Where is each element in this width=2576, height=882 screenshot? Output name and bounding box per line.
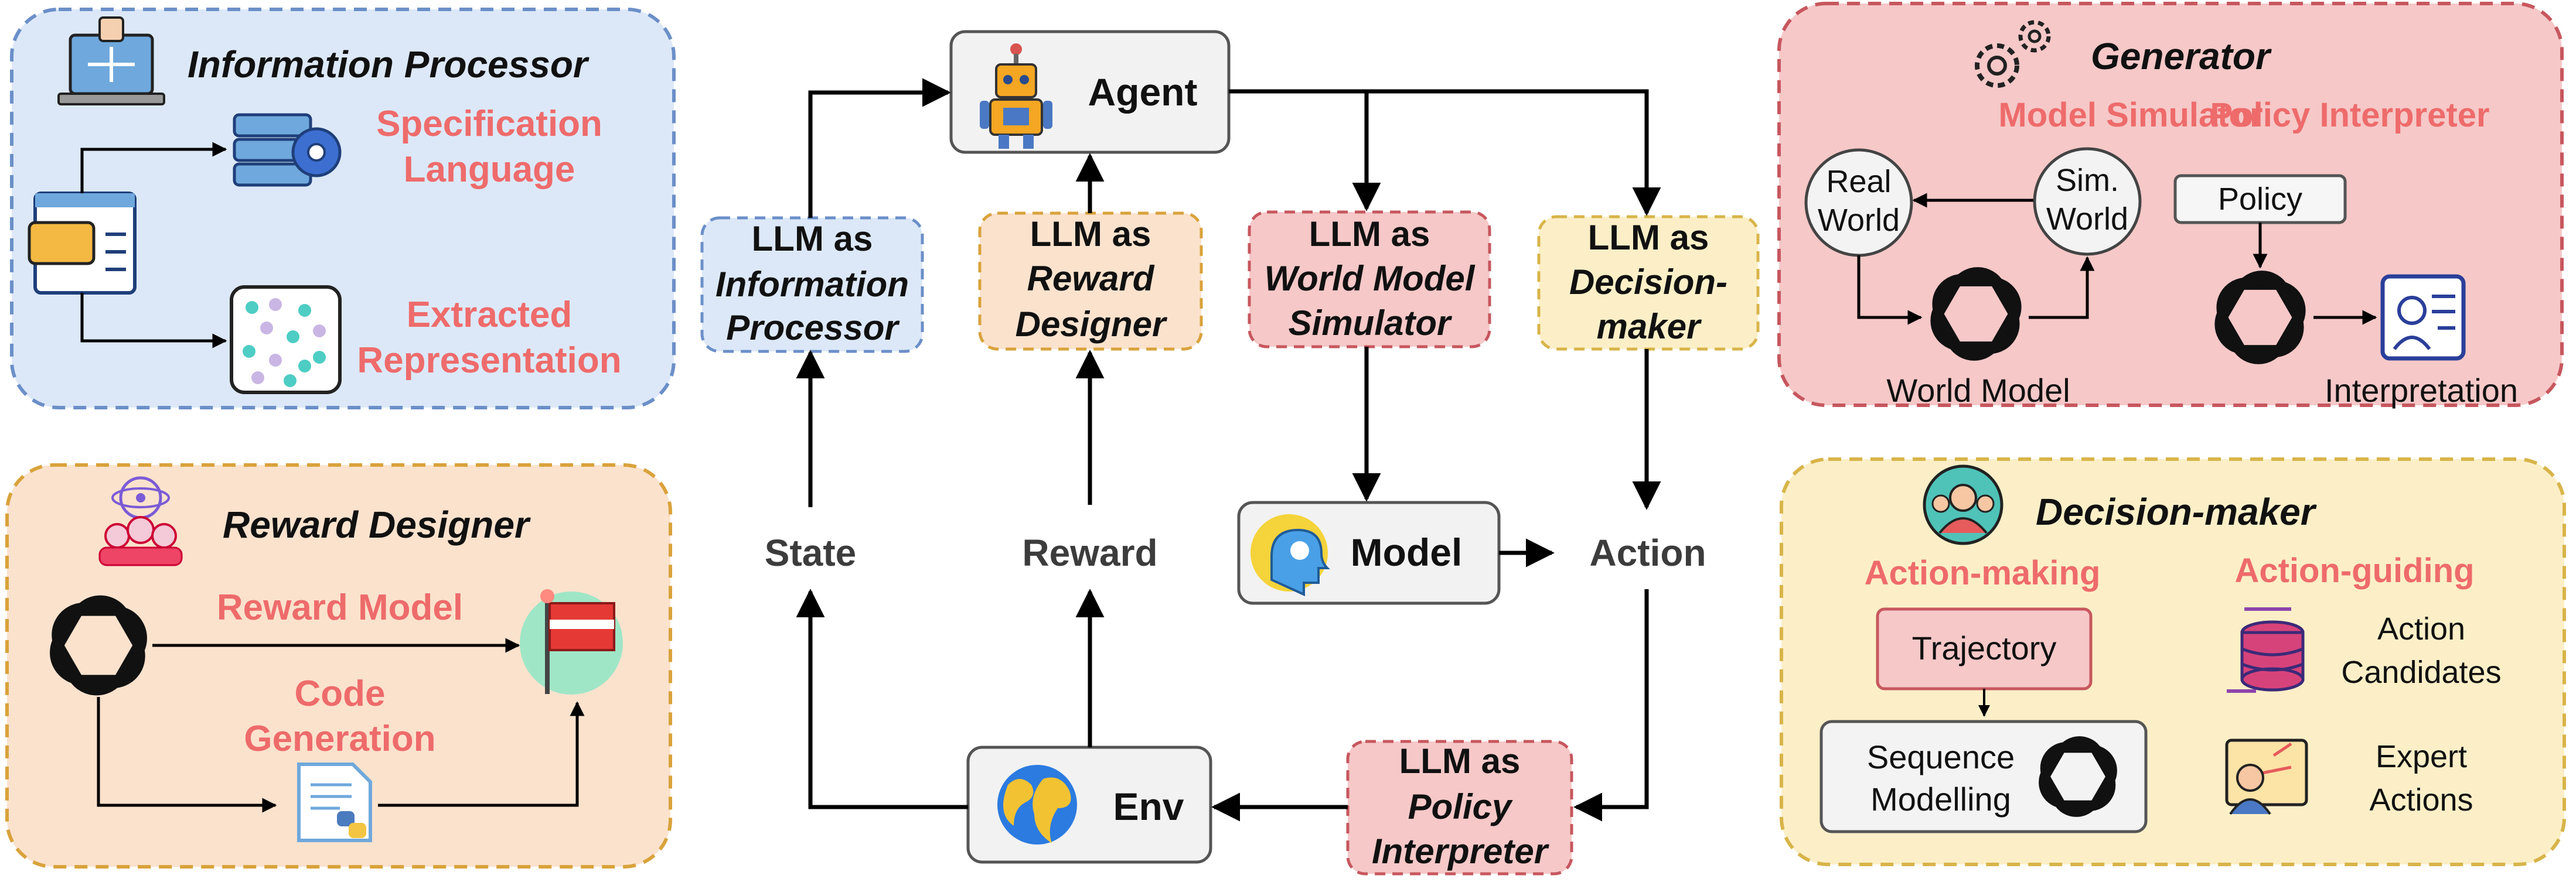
action-guiding-label: Action-guiding bbox=[2234, 552, 2474, 590]
extracted-repr-line1: Extracted bbox=[407, 295, 573, 335]
llm-as-label: LLM as bbox=[1309, 214, 1430, 254]
env-to-state-arrow bbox=[796, 589, 968, 809]
agent-to-decision-arrow bbox=[1367, 89, 1661, 216]
reward-designer-title: Reward Designer bbox=[223, 504, 531, 546]
model-to-sim-arrow bbox=[2029, 256, 2095, 319]
openai-to-python-arrow bbox=[97, 697, 277, 813]
sim-world-line2: World bbox=[2046, 201, 2128, 237]
sequence-modelling-box: Sequence Modelling bbox=[1819, 720, 2148, 833]
sim-world-node: Sim. World bbox=[2033, 147, 2142, 256]
llm-as-label: LLM as bbox=[1588, 218, 1709, 257]
action-making-label: Action-making bbox=[1865, 554, 2101, 592]
reward-designer-panel: Reward Designer Reward Model Code Genera… bbox=[5, 463, 672, 869]
action-candidates-line2: Candidates bbox=[2341, 655, 2501, 690]
agent-to-world-arrow bbox=[1229, 89, 1381, 211]
sim-world-line1: Sim. bbox=[2056, 163, 2119, 198]
trajectory-label: Trajectory bbox=[1912, 630, 2057, 666]
llm-as-label: LLM as bbox=[1030, 214, 1151, 254]
extracted-repr-line2: Representation bbox=[357, 340, 621, 381]
llm-world-line2: Simulator bbox=[1289, 303, 1453, 343]
info-to-spec-arrow bbox=[80, 142, 227, 193]
generator-panel: Generator Model Simulator Policy Interpr… bbox=[1777, 2, 2564, 409]
llm-info-line2: Processor bbox=[726, 308, 900, 347]
expert-actions-line1: Expert bbox=[2376, 739, 2467, 774]
model-node[interactable]: Model bbox=[1237, 501, 1501, 605]
model-label: Model bbox=[1351, 531, 1463, 574]
llm-info-processor-box: LLM as Information Processor bbox=[700, 216, 924, 353]
llm-reward-designer-box: LLM as Reward Designer bbox=[978, 211, 1203, 351]
llm-policy-interpreter-box: LLM as Policy Interpreter bbox=[1346, 740, 1573, 876]
info-to-agent-arrow bbox=[808, 78, 951, 218]
generator-frame bbox=[1777, 2, 2564, 407]
team-icon bbox=[1923, 464, 2003, 545]
state-label: State bbox=[765, 532, 857, 574]
world-model-label: World Model bbox=[1886, 372, 2070, 409]
brain-head-icon bbox=[1250, 514, 1330, 597]
info-processor-frame bbox=[10, 8, 676, 409]
center-flow: Agent Env Model State Reward Action bbox=[700, 30, 1760, 876]
llm-policy-line2: Interpreter bbox=[1372, 832, 1550, 871]
llm-reward-line1: Reward bbox=[1027, 259, 1155, 298]
llm-info-line1: Information bbox=[715, 265, 909, 304]
action-to-policy-arrow bbox=[1573, 589, 1649, 822]
python-file-icon bbox=[297, 763, 372, 842]
llm-policy-line1: Policy bbox=[1408, 787, 1513, 826]
python-to-flag-arrow bbox=[378, 701, 585, 807]
decision-maker-title: Decision-maker bbox=[2036, 491, 2317, 533]
info-processor-title: Information Processor bbox=[188, 43, 590, 86]
trajectory-box: Trajectory bbox=[1876, 607, 2093, 690]
flag-icon bbox=[520, 589, 623, 695]
llm-decision-line2: maker bbox=[1597, 307, 1702, 346]
flow-arrows bbox=[796, 78, 1661, 822]
id-card-icon bbox=[2380, 274, 2466, 361]
generator-title: Generator bbox=[2091, 35, 2272, 77]
llm-as-label: LLM as bbox=[752, 219, 873, 258]
llm-decision-line1: Decision- bbox=[1569, 262, 1727, 302]
real-world-node: Real World bbox=[1804, 148, 1913, 257]
llm-world-line1: World Model bbox=[1265, 259, 1476, 298]
code-generation-line2: Generation bbox=[244, 719, 435, 759]
reward-label: Reward bbox=[1022, 532, 1157, 574]
sequence-modelling-line1: Sequence bbox=[1867, 739, 2015, 775]
agent-label: Agent bbox=[1088, 70, 1198, 114]
robot-icon bbox=[980, 43, 1052, 149]
database-icon bbox=[2227, 607, 2305, 693]
spec-language-line1: Specification bbox=[376, 104, 602, 144]
gears-icon bbox=[1975, 20, 2051, 88]
env-node[interactable]: Env bbox=[966, 746, 1212, 864]
people-atom-icon bbox=[98, 476, 183, 566]
llm-as-label: LLM as bbox=[1399, 741, 1521, 781]
env-label: Env bbox=[1113, 785, 1184, 828]
policy-label: Policy bbox=[2218, 182, 2302, 217]
action-label: Action bbox=[1589, 532, 1706, 574]
real-to-model-arrow bbox=[1857, 255, 1923, 325]
globe-icon bbox=[997, 765, 1077, 845]
policy-interpreter-label: Policy Interpreter bbox=[2210, 96, 2489, 134]
info-processor-panel: Information Processor Specification Lang… bbox=[10, 8, 676, 409]
sequence-modelling-line2: Modelling bbox=[1870, 781, 2011, 818]
real-world-line2: World bbox=[1818, 203, 1900, 238]
agent-node[interactable]: Agent bbox=[949, 30, 1231, 154]
decision-maker-panel: Decision-maker Action-making Action-guid… bbox=[1780, 457, 2566, 866]
policy-box: Policy bbox=[2173, 174, 2347, 224]
computer-icon bbox=[57, 16, 165, 105]
model-simulator-label: Model Simulator bbox=[1998, 96, 2262, 134]
database-gear-icon bbox=[233, 113, 342, 187]
spec-language-line2: Language bbox=[404, 149, 575, 190]
llm-reward-line2: Designer bbox=[1016, 305, 1168, 344]
presenter-icon bbox=[2225, 739, 2308, 815]
interpretation-label: Interpretation bbox=[2325, 372, 2518, 409]
expert-actions-line2: Actions bbox=[2369, 782, 2473, 818]
info-to-extract-arrow bbox=[80, 293, 227, 348]
llm-decision-maker-box: LLM as Decision- maker bbox=[1537, 215, 1760, 351]
action-candidates-line1: Action bbox=[2377, 611, 2465, 647]
llm-world-model-box: LLM as World Model Simulator bbox=[1248, 210, 1491, 348]
code-generation-line1: Code bbox=[295, 674, 386, 714]
reward-model-label: Reward Model bbox=[217, 587, 463, 628]
real-world-line1: Real bbox=[1826, 164, 1891, 199]
scatter-dots-icon bbox=[230, 285, 342, 394]
document-chat-icon bbox=[28, 192, 137, 295]
